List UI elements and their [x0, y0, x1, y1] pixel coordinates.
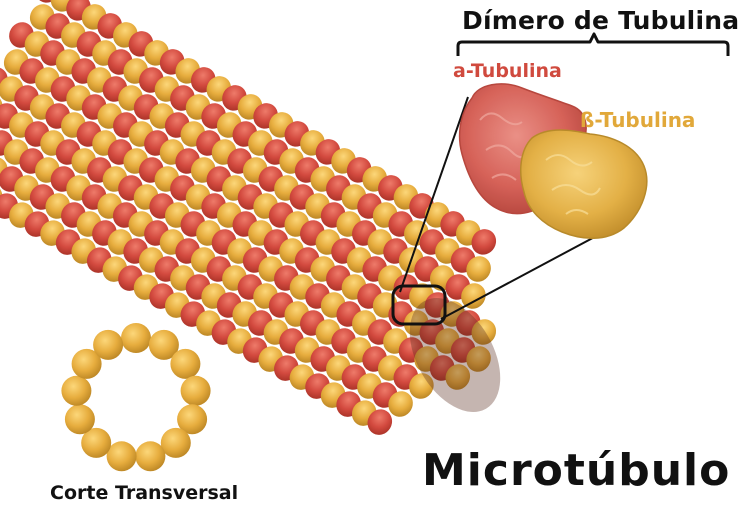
cross-section-ring	[61, 323, 210, 471]
ring-subunit	[61, 376, 91, 406]
ring-subunit	[170, 349, 200, 379]
ring-subunit	[65, 404, 95, 434]
alpha-tubulin-label: a-Tubulina	[453, 60, 562, 82]
beta-tubulin-blob	[521, 130, 647, 238]
ring-subunit	[135, 441, 165, 471]
ring-subunit	[93, 330, 123, 360]
beta-tubulin-label: ß-Tubulina	[580, 108, 695, 132]
dimer-title: Dímero de Tubulina	[462, 6, 739, 35]
dimer-bracket	[458, 34, 728, 56]
ring-subunit	[121, 323, 151, 353]
ring-subunit	[181, 376, 211, 406]
ring-subunit	[161, 428, 191, 458]
microtubule-title: Microtúbulo	[422, 445, 730, 496]
ring-subunit	[107, 441, 137, 471]
cross-section-label: Corte Transversal	[50, 482, 238, 504]
